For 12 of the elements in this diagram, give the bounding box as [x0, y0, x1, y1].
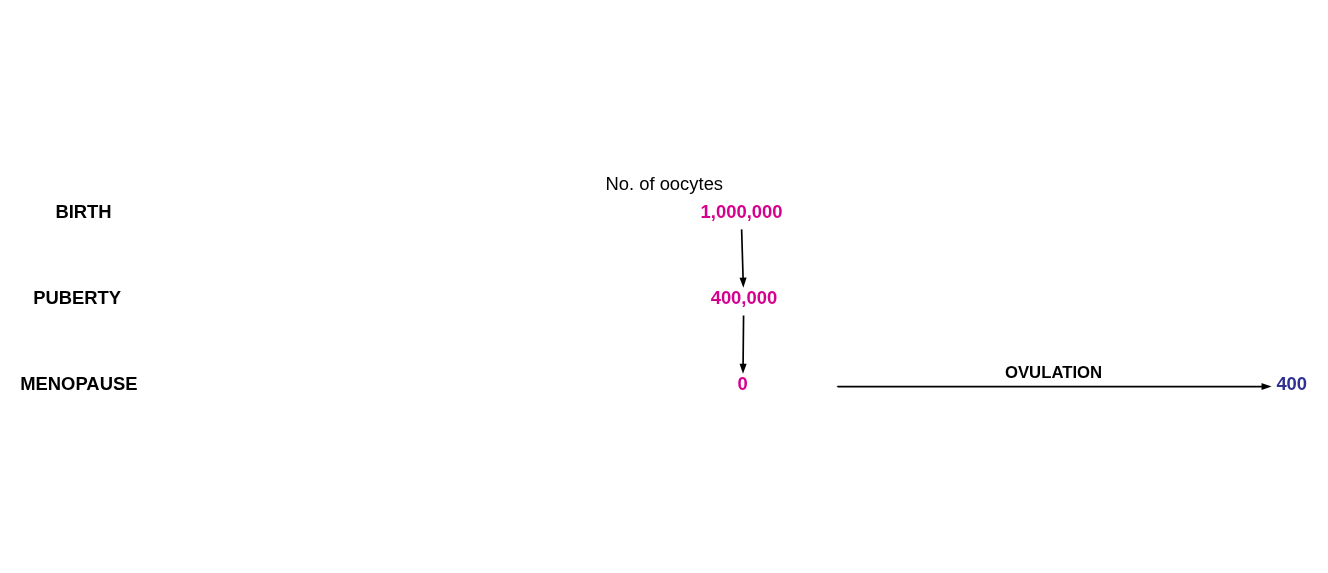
label: PUBERTY [33, 286, 122, 308]
node-text: 400 [1276, 372, 1308, 394]
arrow [739, 228, 747, 288]
label: BIRTH [55, 200, 112, 222]
arrow [739, 314, 747, 374]
edge-label: OVULATION [1004, 362, 1103, 382]
node-text: 400,000 [710, 286, 778, 308]
diagram-title: No. of oocytes [605, 172, 724, 194]
arrow [836, 382, 1272, 390]
label: MENOPAUSE [20, 372, 138, 394]
node-text: 0 [737, 372, 748, 394]
node-text: 1,000,000 [700, 200, 783, 222]
